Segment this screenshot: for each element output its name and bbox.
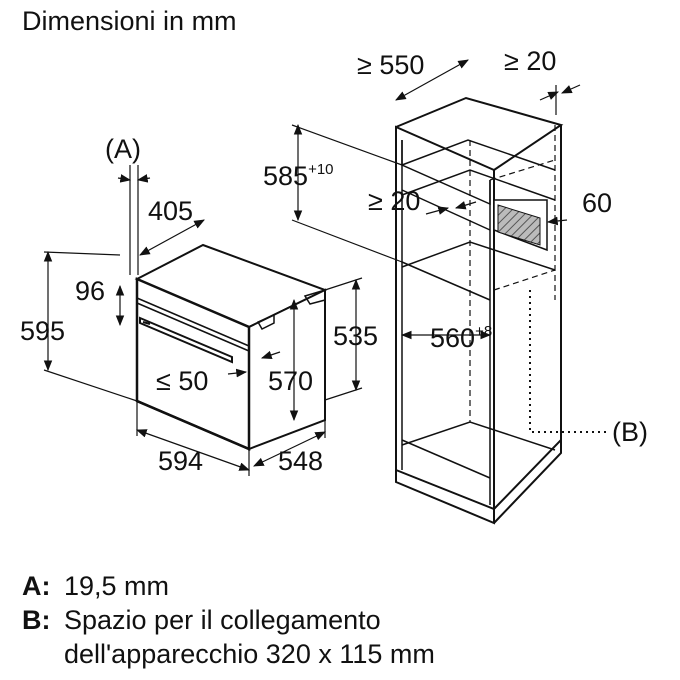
legend-b-text-1: Spazio per il collegamento xyxy=(64,605,381,635)
legend-a-key: A: xyxy=(22,571,51,601)
dim-niche-width: 560+8 xyxy=(430,323,492,353)
dimension-lines xyxy=(43,59,581,476)
dim-oven-depth: 548 xyxy=(278,446,323,476)
dim-niche-height-range-tol: +10 xyxy=(308,161,333,178)
dim-handle-clearance: ≤ 50 xyxy=(156,366,208,396)
dim-front-offset: 96 xyxy=(75,276,105,306)
dim-oven-width: 594 xyxy=(158,446,203,476)
legend-b-key: B: xyxy=(22,605,51,635)
legend-b: B: Spazio per il collegamento xyxy=(22,604,381,636)
dim-cabinet-depth: ≥ 550 xyxy=(357,50,424,80)
dim-inner-gap: ≥ 20 xyxy=(368,186,420,216)
dim-niche-height-range: 585+10 xyxy=(263,161,334,191)
dim-vent-depth: 60 xyxy=(582,188,612,218)
dim-oven-height: 595 xyxy=(20,316,65,346)
legend-a: A: 19,5 mm xyxy=(22,570,169,602)
dim-niche-width-tol: +8 xyxy=(475,323,492,340)
dim-side-gap: ≥ 20 xyxy=(504,46,556,76)
cabinet-drawing xyxy=(395,96,608,525)
dim-niche-height-range-value: 585 xyxy=(263,161,308,191)
legend-a-text: 19,5 mm xyxy=(64,571,170,601)
dim-body-height: 535 xyxy=(333,321,378,351)
oven-drawing xyxy=(134,243,328,451)
dim-inner-depth: 405 xyxy=(148,196,193,226)
callout-b: (B) xyxy=(612,417,648,447)
dim-niche-height: 570 xyxy=(268,366,313,396)
page-title: Dimensioni in mm xyxy=(22,6,237,36)
dim-niche-width-value: 560 xyxy=(430,323,475,353)
callout-a: (A) xyxy=(105,134,141,164)
legend-b-text-2: dell'apparecchio 320 x 115 mm xyxy=(64,639,435,669)
legend-b-continued: dell'apparecchio 320 x 115 mm xyxy=(22,638,435,670)
